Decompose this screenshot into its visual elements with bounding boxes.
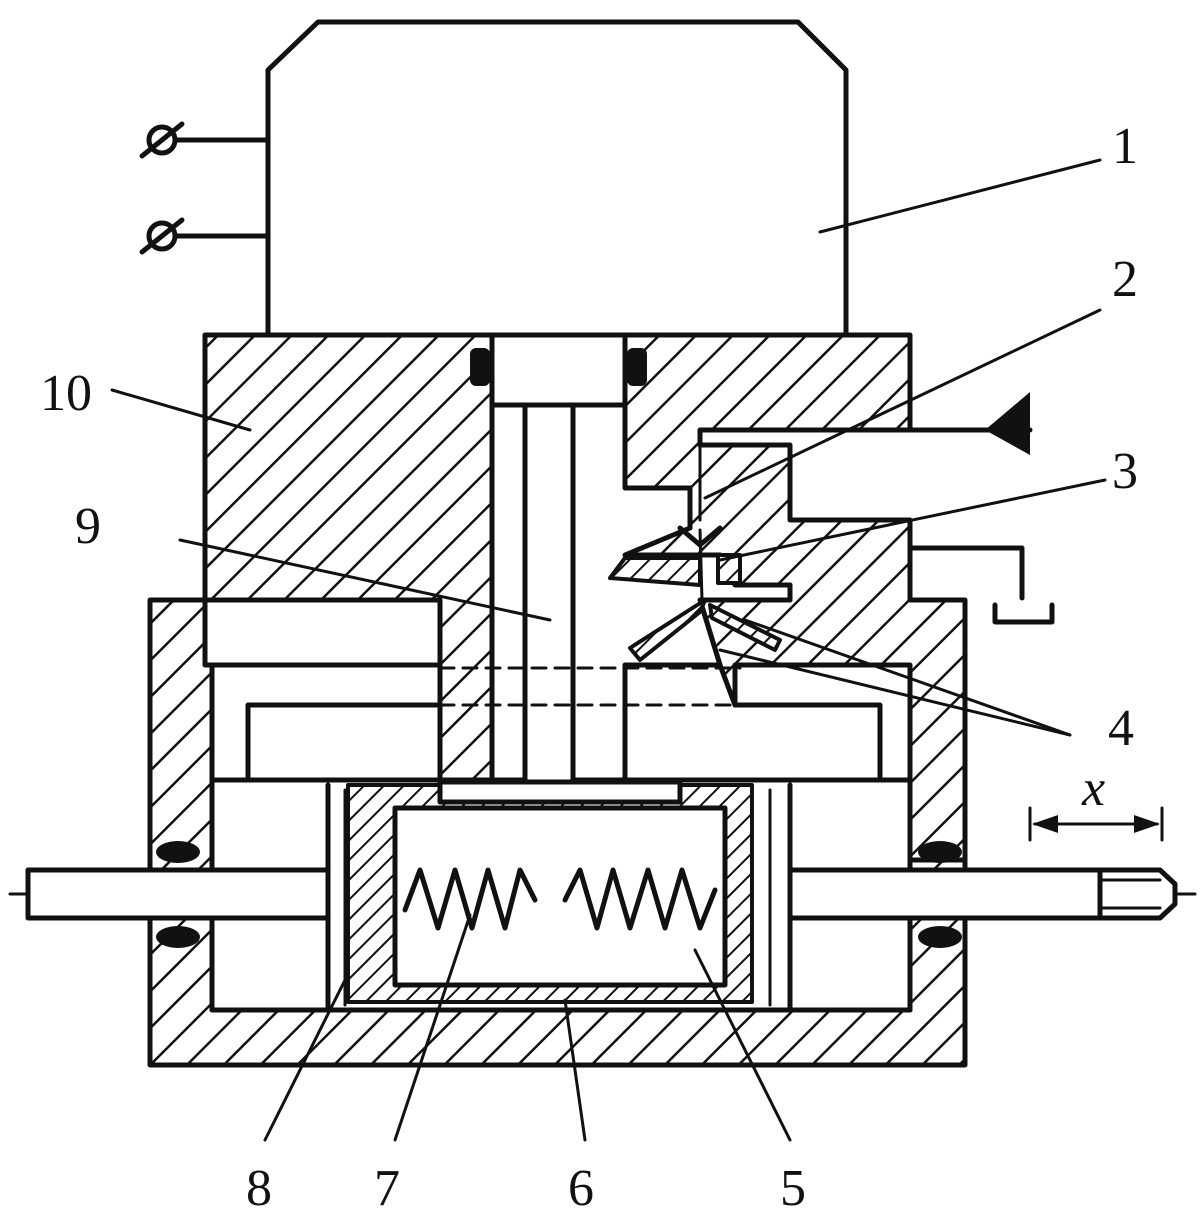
seal-shaft-left-bottom: [156, 926, 200, 948]
seal-shaft-left-top: [156, 841, 200, 863]
leader-6: [563, 998, 587, 1142]
seal-shaft-right-bottom: [918, 926, 962, 948]
label-x: x: [1081, 760, 1105, 817]
leader-10: [110, 388, 252, 432]
leader-5: [693, 948, 792, 1142]
electrical-terminal-lower: [139, 217, 271, 255]
leader-8: [263, 978, 347, 1142]
torque-motor: [139, 19, 849, 338]
leader-4b: [743, 618, 1072, 737]
spool-inner-chamber: [392, 805, 728, 988]
electrical-terminal-upper: [139, 121, 271, 159]
label-2: 2: [1112, 251, 1138, 308]
label-9: 9: [75, 498, 101, 555]
central-bore: [489, 332, 628, 408]
displacement-indicator: [1028, 806, 1164, 842]
label-10: 10: [40, 365, 92, 422]
spool-shaft: [8, 867, 1197, 921]
label-7: 7: [374, 1160, 400, 1217]
leader-1: [818, 158, 1102, 234]
leader-2: [703, 308, 1102, 500]
label-3: 3: [1112, 443, 1138, 500]
leader-3: [718, 478, 1107, 562]
label-5: 5: [780, 1160, 806, 1217]
supply-port-symbol: [907, 392, 1033, 455]
leader-9: [178, 538, 552, 622]
label-8: 8: [246, 1160, 272, 1217]
leader-7: [393, 913, 472, 1142]
nozzle-assembly: [608, 443, 782, 662]
feedback-rod: [522, 402, 576, 823]
label-1: 1: [1112, 118, 1138, 175]
seal-top-left: [470, 348, 490, 386]
right-channel: [732, 662, 913, 783]
label-4: 4: [1108, 700, 1134, 757]
leader-4a: [718, 648, 1072, 737]
spring-left: [402, 867, 538, 931]
seal-shaft-right-top: [918, 841, 962, 863]
spring-right: [562, 867, 718, 931]
leader-lines: [110, 158, 1107, 1142]
left-channel: [209, 662, 443, 783]
spool-top-opening: [437, 779, 683, 805]
label-6: 6: [568, 1160, 594, 1217]
seal-top-right: [627, 348, 647, 386]
return-port-symbol: [907, 545, 1055, 625]
